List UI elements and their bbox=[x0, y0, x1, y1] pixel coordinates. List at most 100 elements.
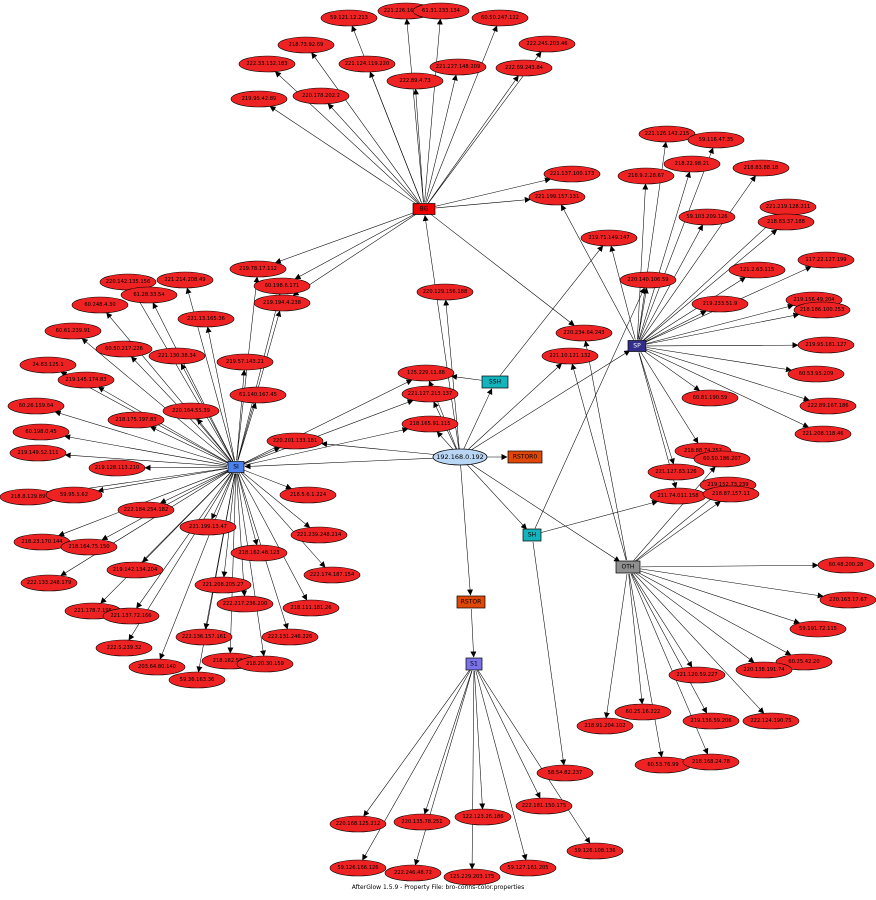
ip-node[interactable]: 222.217.236.200 bbox=[216, 595, 274, 613]
hub-node-right[interactable]: SP bbox=[627, 340, 647, 352]
ip-node[interactable]: 221.120.59.227 bbox=[668, 666, 726, 684]
ip-node[interactable]: 58.54.82.237 bbox=[536, 764, 594, 782]
ip-node[interactable]: 60.53.76.99 bbox=[634, 756, 692, 774]
ip-node[interactable]: 60.198.6.171 bbox=[253, 277, 311, 295]
ip-node[interactable]: 218.162.48.123 bbox=[230, 544, 288, 562]
ip-node[interactable]: 218.73.92.69 bbox=[277, 36, 335, 54]
hub-node-s1[interactable]: S1 bbox=[465, 657, 483, 671]
ip-node[interactable]: 60.50.247.122 bbox=[471, 9, 529, 27]
ip-node[interactable]: 221.199.13.47 bbox=[179, 518, 237, 536]
ip-node[interactable]: 220.140.106.59 bbox=[619, 271, 677, 289]
ip-node[interactable]: 218.164.75.150 bbox=[60, 538, 118, 556]
ip-node[interactable]: 219.136.59.206 bbox=[682, 712, 740, 730]
hub-node-left[interactable]: SI bbox=[227, 461, 245, 473]
ip-node[interactable]: 218.20.30.159 bbox=[236, 655, 294, 673]
ip-node[interactable]: 219.71.149.147 bbox=[580, 229, 638, 247]
ip-node[interactable]: 221.137.100.173 bbox=[543, 165, 601, 183]
ip-node[interactable]: 218.87.157.11 bbox=[702, 485, 760, 503]
ip-node[interactable]: 221.208.118.46 bbox=[794, 425, 852, 443]
ip-node[interactable]: 222.69.243.84 bbox=[495, 59, 553, 77]
hub-node-rstor[interactable]: RSTOR bbox=[456, 595, 486, 609]
ip-node[interactable]: 59.126.166.126 bbox=[329, 859, 387, 877]
ip-node[interactable]: 220.135.78.251 bbox=[393, 813, 451, 831]
ip-node[interactable]: 221.214.208.49 bbox=[156, 271, 214, 289]
ip-node[interactable]: 218.22.98.21 bbox=[663, 155, 721, 173]
ip-node[interactable]: 222.133.248.179 bbox=[20, 574, 78, 592]
ip-node[interactable]: 59.121.12.213 bbox=[320, 9, 378, 27]
ip-node[interactable]: 220.234.64.243 bbox=[555, 324, 613, 342]
center-host-node[interactable]: 192.168.0.192 bbox=[432, 448, 488, 466]
ip-node[interactable]: 60.53.95.209 bbox=[787, 365, 845, 383]
ip-node[interactable]: 61.31.233.134 bbox=[412, 2, 470, 20]
hub-node-rstorb[interactable]: RSTOR0 bbox=[507, 450, 543, 464]
ip-node[interactable]: 59.36.163.36 bbox=[168, 671, 226, 689]
ip-node[interactable]: 117.22.127.199 bbox=[797, 251, 855, 269]
ip-node[interactable]: 221.239.248.214 bbox=[290, 526, 348, 544]
ip-node[interactable]: 222.246.48.72 bbox=[384, 864, 442, 882]
ip-node[interactable]: 222.124.190.75 bbox=[742, 712, 800, 730]
ip-node[interactable]: 59.116.47.35 bbox=[687, 131, 745, 149]
ip-node[interactable]: 218.165.91.115 bbox=[401, 415, 459, 433]
ip-node[interactable]: 220.164.55.39 bbox=[162, 402, 220, 420]
ip-node[interactable]: 60.48.200.28 bbox=[817, 556, 875, 574]
ip-node[interactable]: 219.95.181.127 bbox=[797, 336, 855, 354]
ip-node[interactable]: 221.199.157.131 bbox=[528, 188, 586, 206]
ip-node[interactable]: 222.89.167.186 bbox=[799, 397, 857, 415]
ip-node[interactable]: 121.2.63.115 bbox=[728, 261, 786, 279]
ip-node[interactable]: 222.136.157.161 bbox=[175, 628, 233, 646]
ip-node[interactable]: 220.129.156.188 bbox=[416, 283, 474, 301]
ip-node[interactable]: 220.163.17.67 bbox=[819, 591, 876, 609]
hub-node-ssh[interactable]: SSH bbox=[481, 375, 509, 389]
ip-node[interactable]: 218.83.37.188 bbox=[757, 213, 815, 231]
ip-node[interactable]: 221.208.205.27 bbox=[194, 576, 252, 594]
ip-node[interactable]: 221.124.119.220 bbox=[338, 55, 396, 73]
ip-node[interactable]: 59.126.108.136 bbox=[566, 842, 624, 860]
ip-node[interactable]: 60.81.190.59 bbox=[681, 389, 739, 407]
ip-node[interactable]: 218.186.100.253 bbox=[793, 301, 851, 319]
ip-node[interactable]: 60.248.4.30 bbox=[71, 296, 129, 314]
ip-node[interactable]: 125.229.203.175 bbox=[443, 868, 501, 886]
ip-node[interactable]: 221.227.148.209 bbox=[429, 58, 487, 76]
ip-node[interactable]: 222.131.246.226 bbox=[261, 628, 319, 646]
ip-node[interactable]: 219.95.42.89 bbox=[230, 90, 288, 108]
ip-node[interactable]: 221.127.83.126 bbox=[647, 463, 705, 481]
ip-node[interactable]: 220.168.125.212 bbox=[329, 815, 387, 833]
ip-node[interactable]: 221.219.128.211 bbox=[759, 198, 817, 216]
ip-node[interactable]: 218.5.6.1.224 bbox=[279, 486, 337, 504]
ip-node[interactable]: 218.9.2.28.67 bbox=[617, 167, 675, 185]
ip-node[interactable]: 219.128.113.210 bbox=[88, 459, 146, 477]
ip-node[interactable]: 222.5.239.32 bbox=[95, 639, 153, 657]
ip-node[interactable]: 221.10.121.132 bbox=[541, 347, 599, 365]
hub-node-sh[interactable]: SH bbox=[522, 528, 542, 542]
ip-node[interactable]: 218.91.204.102 bbox=[576, 717, 634, 735]
ip-node[interactable]: 220.178.202.2 bbox=[292, 87, 350, 105]
ip-node[interactable]: 219.142.134.204 bbox=[106, 561, 164, 579]
ip-node[interactable]: 59.191.72.115 bbox=[789, 620, 847, 638]
ip-node[interactable]: 218.175.197.83 bbox=[107, 411, 165, 429]
ip-node[interactable]: 219.145.174.83 bbox=[57, 371, 115, 389]
ip-node[interactable]: 60.50.217.226 bbox=[95, 340, 153, 358]
ip-node[interactable]: 219.57.143.21 bbox=[216, 353, 274, 371]
hub-node-top[interactable]: BG bbox=[412, 203, 436, 215]
ip-node[interactable]: 60.26.159.64 bbox=[7, 397, 65, 415]
ip-node[interactable]: 222.245.203.46 bbox=[518, 35, 576, 53]
ip-node[interactable]: 60.50.186.207 bbox=[693, 450, 751, 468]
ip-node[interactable]: 211.74.011.158 bbox=[649, 487, 707, 505]
ip-node[interactable]: 60.25.42.20 bbox=[775, 653, 833, 671]
ip-node[interactable]: 222.181.150.175 bbox=[515, 797, 573, 815]
ip-node[interactable]: 122.123.26.186 bbox=[454, 808, 512, 826]
ip-node[interactable]: 218.83.88.18 bbox=[732, 159, 790, 177]
ip-node[interactable]: 222.89.4.73 bbox=[386, 72, 444, 90]
ip-node[interactable]: 59.103.209.126 bbox=[678, 208, 736, 226]
hub-node-oth[interactable]: OTH bbox=[615, 560, 641, 574]
ip-node[interactable]: 59.95.5.62 bbox=[45, 486, 103, 504]
ip-node[interactable]: 60.25.16.222 bbox=[614, 703, 672, 721]
ip-node[interactable]: 220.138.191.74 bbox=[735, 661, 793, 679]
ip-node[interactable]: 60.61.239.91 bbox=[44, 322, 102, 340]
ip-node[interactable]: 59.127.161.205 bbox=[499, 859, 557, 877]
ip-node[interactable]: 218.168.24.78 bbox=[682, 753, 740, 771]
ip-node[interactable]: 221.13.165.36 bbox=[177, 310, 235, 328]
ip-node[interactable]: 219.233.51.9 bbox=[691, 295, 749, 313]
ip-node[interactable]: 125.229.11.88 bbox=[397, 364, 455, 382]
ip-node[interactable]: 218.111.181.26 bbox=[282, 599, 340, 617]
